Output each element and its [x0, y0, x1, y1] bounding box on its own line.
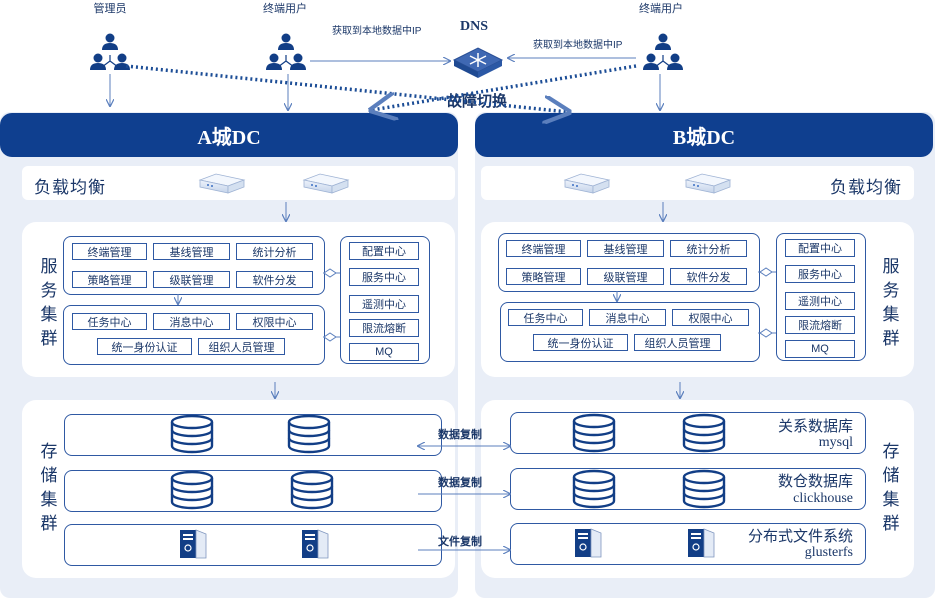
- replication-label-clickhouse: 数据复制: [438, 477, 482, 489]
- dc-a-module: 终端管理: [72, 243, 147, 260]
- dc-a-module: 任务中心: [72, 313, 147, 330]
- dc-b-side-module: MQ: [785, 340, 855, 358]
- dc-a-module: 统计分析: [236, 243, 313, 260]
- user-b-label: 终端用户: [639, 3, 683, 15]
- dc-b-module: 统计分析: [670, 240, 747, 257]
- dc-a-module: 基线管理: [153, 243, 230, 260]
- dc-a-side-module: 限流熔断: [349, 319, 419, 337]
- dc-b-side-module: 限流熔断: [785, 316, 855, 334]
- dc-b-module: 基线管理: [587, 240, 664, 257]
- storage-caption-glusterfs-sub: glusterfs: [804, 545, 853, 560]
- dc-a-side-module: 遥测中心: [349, 295, 419, 313]
- dc-b-module: 终端管理: [506, 240, 581, 257]
- dc-a-module: 统一身份认证: [97, 338, 192, 355]
- dns-label: DNS: [460, 19, 489, 34]
- dc-b-service-label: 服务集群: [882, 257, 900, 348]
- admin-users-icon: [90, 34, 130, 71]
- dc-b-database-icon: [682, 469, 726, 509]
- failover-label: 故障切换: [447, 93, 508, 110]
- dc-b-database-icon: [682, 413, 726, 453]
- replication-label-glusterfs: 文件复制: [438, 536, 482, 548]
- dc-a-side-module: MQ: [349, 343, 419, 361]
- dc-b-file-server-icon: [574, 528, 602, 558]
- dc-a-module: 策略管理: [72, 271, 147, 288]
- dc-a-database-icon: [170, 414, 214, 454]
- dc-a-database-icon: [287, 414, 331, 454]
- dc-b-storage-label: 存储集群: [882, 442, 900, 533]
- dc-b-module: 软件分发: [670, 268, 747, 285]
- user-a-label: 终端用户: [263, 3, 307, 15]
- dns-note-right: 获取到本地数据中IP: [533, 40, 623, 51]
- dc-b-module: 策略管理: [506, 268, 581, 285]
- dc-b-side-module: 配置中心: [785, 239, 855, 257]
- dc-a-side-module: 服务中心: [349, 268, 419, 286]
- dc-a-module: 软件分发: [236, 271, 313, 288]
- dc-b-load-balancer-icon: [564, 173, 610, 194]
- dns-note-left: 获取到本地数据中IP: [332, 26, 422, 37]
- dc-a-storage-row-clickhouse: [64, 470, 442, 512]
- dc-a-load-balancer-icon: [199, 173, 245, 194]
- dc-a-load-balancer-label: 负载均衡: [34, 178, 106, 197]
- storage-caption-clickhouse-title: 数仓数据库: [777, 473, 853, 490]
- dc-b-module: 级联管理: [587, 268, 664, 285]
- dc-b-module: 任务中心: [508, 309, 583, 326]
- dc-b-database-icon: [572, 413, 616, 453]
- user-b-users-icon: [643, 34, 683, 71]
- storage-caption-clickhouse-sub: clickhouse: [793, 491, 853, 506]
- dc-b-database-icon: [572, 469, 616, 509]
- dc-a-side-module: 配置中心: [349, 242, 419, 260]
- replication-label-mysql: 数据复制: [438, 429, 482, 441]
- dc-a-module: 级联管理: [153, 271, 230, 288]
- dc-a-database-icon: [170, 470, 214, 510]
- dc-a-module: 权限中心: [236, 313, 313, 330]
- storage-caption-mysql-sub: mysql: [818, 435, 853, 450]
- dc-b-file-server-icon: [687, 528, 715, 558]
- dc-a-database-icon: [290, 470, 334, 510]
- dc-b-module: 权限中心: [672, 309, 749, 326]
- dc-b-module: 统一身份认证: [533, 334, 628, 351]
- dc-b-side-module: 遥测中心: [785, 292, 855, 310]
- dc-a-file-server-icon: [301, 529, 329, 559]
- admin-label: 管理员: [93, 3, 127, 15]
- storage-caption-mysql-title: 关系数据库: [777, 418, 853, 435]
- dc-b-load-balancer-label: 负载均衡: [830, 178, 902, 197]
- dc-b-load-balancer-icon: [685, 173, 731, 194]
- dc-a-module: 消息中心: [153, 313, 230, 330]
- dc-a-storage-row-glusterfs: [64, 524, 442, 566]
- dc-b-module: 消息中心: [589, 309, 666, 326]
- user-a-users-icon: [266, 34, 306, 71]
- dc-a-storage-label: 存储集群: [40, 442, 58, 533]
- dns-router-icon: [452, 47, 504, 78]
- dc-a-module: 组织人员管理: [198, 338, 285, 355]
- dc-a-service-label: 服务集群: [40, 257, 58, 348]
- storage-caption-glusterfs-title: 分布式文件系统: [747, 528, 853, 545]
- dc-b-title: B城DC: [475, 113, 933, 157]
- dc-b-side-module: 服务中心: [785, 265, 855, 283]
- dc-b-module: 组织人员管理: [634, 334, 721, 351]
- dc-a-storage-row-mysql: [64, 414, 442, 456]
- dc-a-load-balancer-icon: [303, 173, 349, 194]
- dc-a-file-server-icon: [179, 529, 207, 559]
